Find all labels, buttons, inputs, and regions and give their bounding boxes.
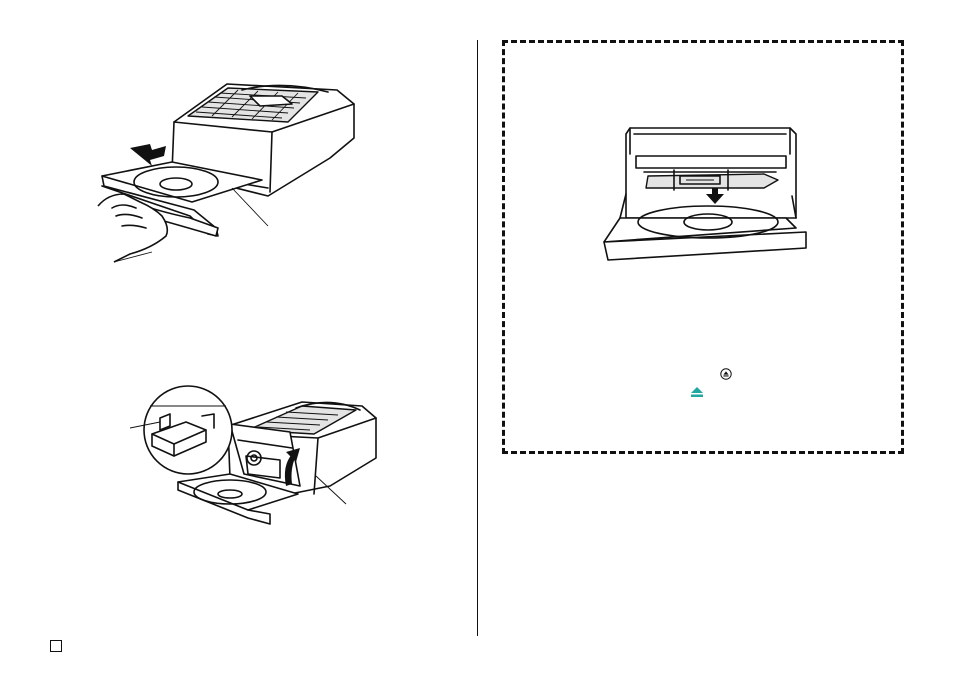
- illustration-open-tray: [97, 83, 355, 263]
- eject-key-icon: [689, 386, 705, 398]
- column-divider: [477, 40, 478, 636]
- illustration-tray-cover: [603, 127, 807, 261]
- eject-circle-icon: [720, 368, 732, 380]
- notice-box: [502, 40, 904, 454]
- page-number-box: [50, 640, 62, 652]
- illustration-cassette-cover: [130, 385, 377, 525]
